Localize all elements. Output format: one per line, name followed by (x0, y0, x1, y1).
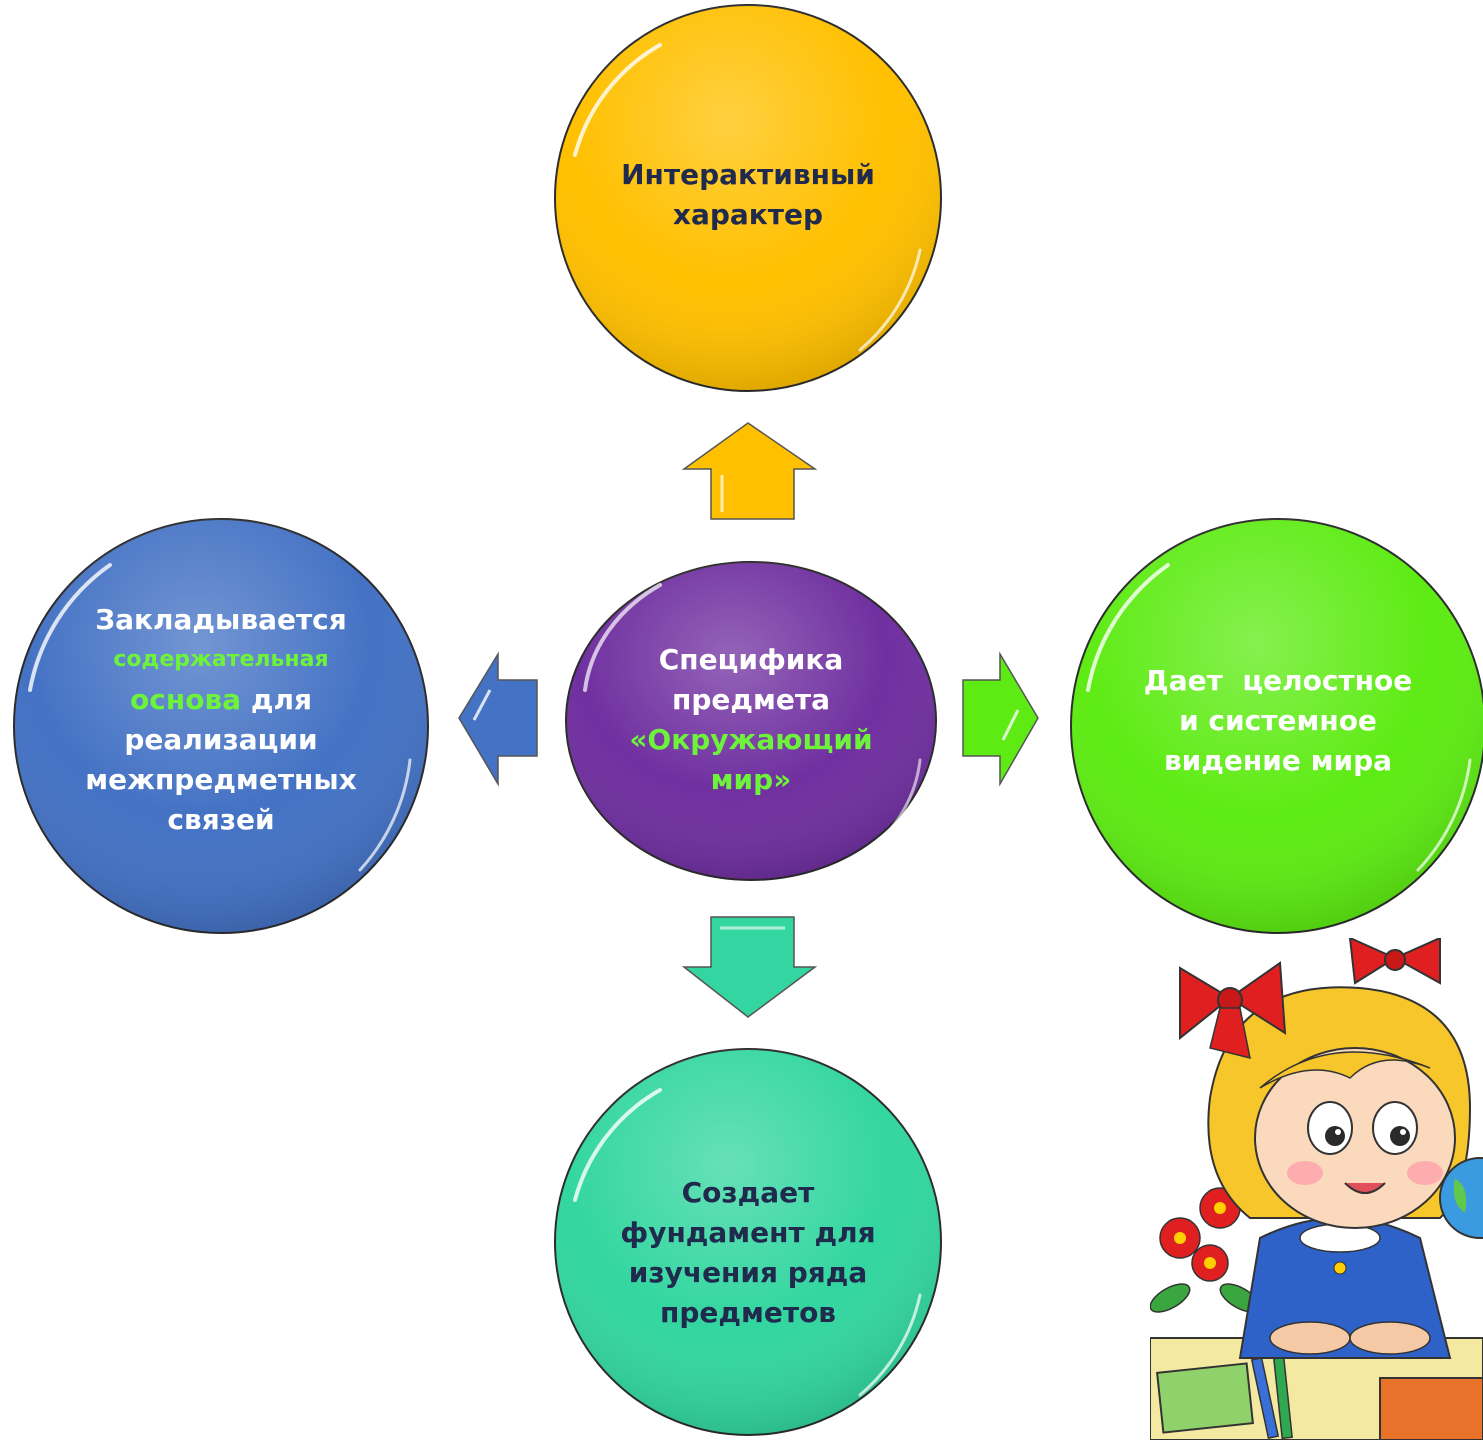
center-line-1: Специфика (658, 643, 844, 676)
right-circle-text: Дает целостное и системное видение мира (1118, 658, 1438, 783)
left-line-1: Закладывается (95, 603, 347, 636)
bottom-circle-text: Создает фундамент для изучения ряда пред… (588, 1168, 908, 1338)
top-circle-text: Интерактивный характер (588, 145, 908, 245)
center-highlight-2: мир» (710, 763, 792, 796)
left-line-5: межпредметных (85, 763, 357, 796)
right-line-1: Дает целостное (1143, 663, 1413, 697)
bottom-line-4: предметов (659, 1296, 837, 1329)
girl-illustration (1150, 938, 1483, 1440)
arrow-right-icon (962, 651, 1039, 787)
right-line-3: видение мира (1163, 743, 1393, 777)
arrow-up-icon (681, 422, 818, 520)
left-line-2: содержательная (113, 647, 329, 672)
bottom-line-3: изучения ряда (628, 1256, 868, 1289)
arrow-left-icon (458, 651, 538, 787)
left-circle-text: Закладывается содержательная основа для … (61, 595, 381, 845)
left-line-6: связей (167, 803, 275, 836)
arrow-down-icon (681, 916, 818, 1018)
left-line-3-green: основа (130, 683, 242, 716)
center-circle-text: Специфика предмета «Окружающий мир» (591, 640, 911, 800)
bottom-line-1: Создает (681, 1176, 815, 1209)
center-line-2: предмета (672, 683, 830, 716)
left-line-4: реализации (124, 723, 318, 756)
bow-icon (1348, 938, 1441, 985)
bow-icon (1179, 961, 1287, 1060)
top-line-2: характер (672, 198, 824, 231)
center-highlight-1: «Окружающий (629, 723, 873, 756)
left-line-3-rest: для (241, 683, 312, 716)
bottom-line-2: фундамент для (620, 1216, 876, 1249)
left-line-3: основа для (130, 680, 312, 720)
right-line-2: и системное (1179, 703, 1377, 737)
top-line-1: Интерактивный (621, 158, 875, 191)
